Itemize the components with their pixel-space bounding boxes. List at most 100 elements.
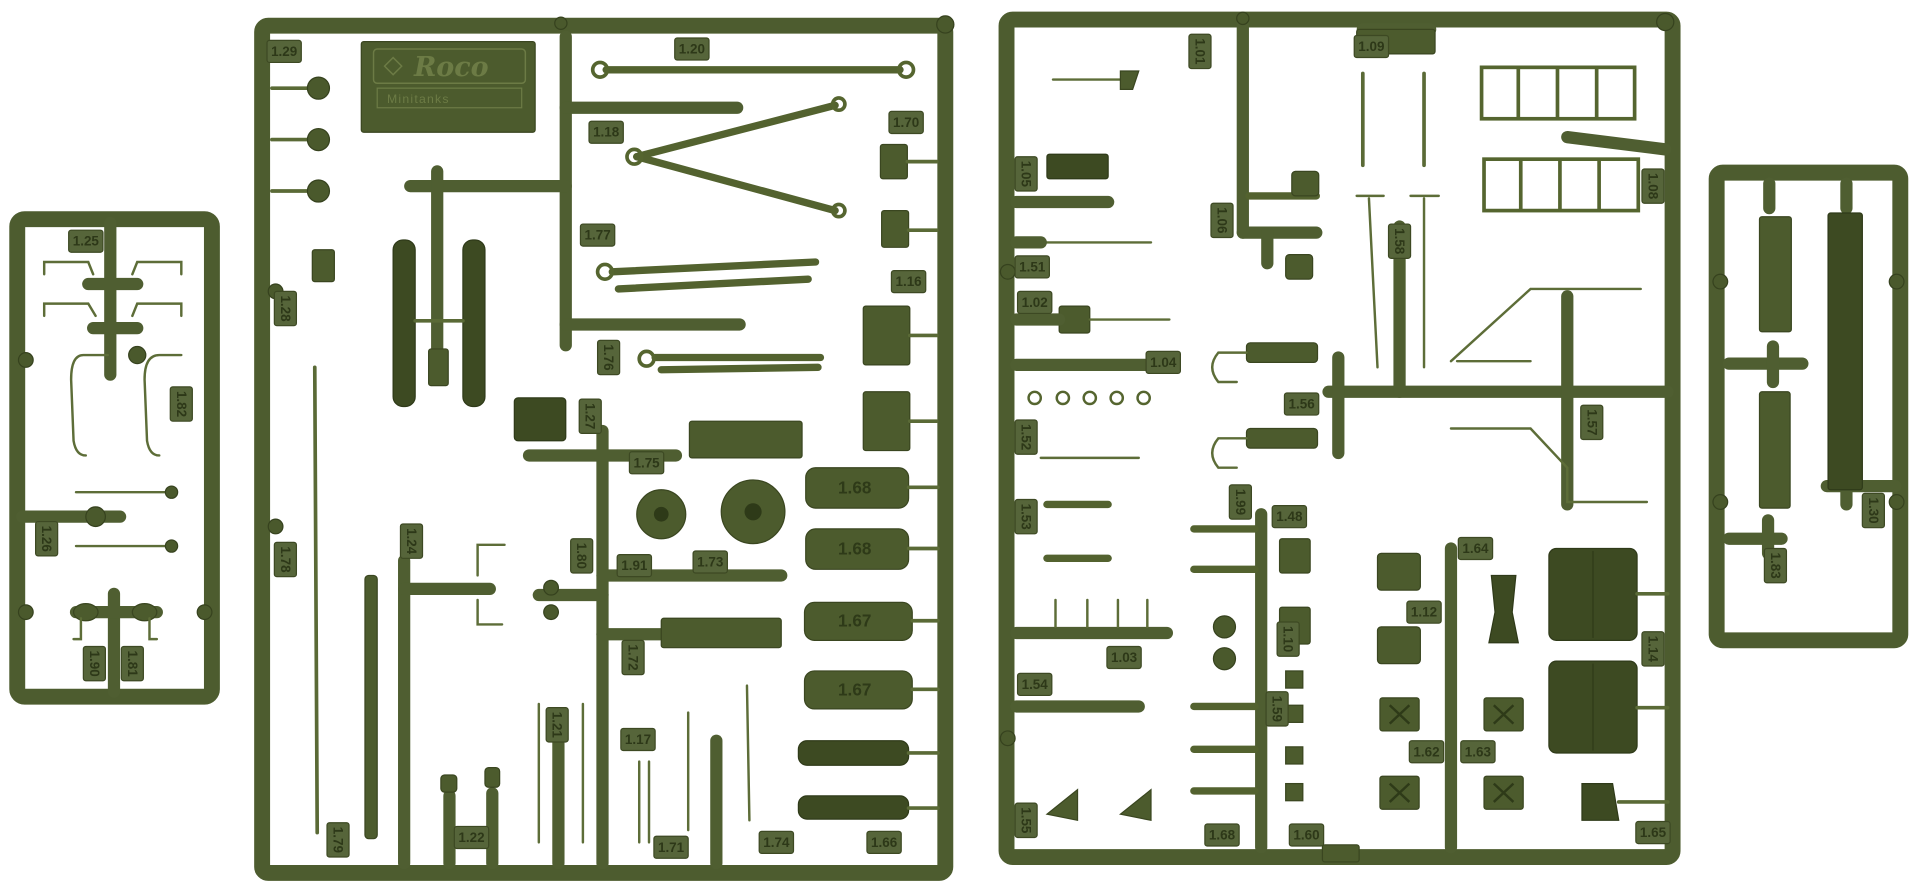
part-number: 1.02 — [1022, 295, 1048, 310]
part-number: 1.16 — [895, 274, 921, 289]
part-number-tag: 1.05 — [1014, 156, 1038, 192]
tag-plate — [82, 645, 107, 682]
svg-text:Roco: Roco — [413, 52, 489, 83]
part-number: 1.29 — [271, 44, 297, 59]
part-number: 1.63 — [1465, 744, 1491, 759]
part-number: 1.60 — [1293, 828, 1319, 843]
part-number-tag: 1.10 — [1276, 621, 1300, 657]
part-number-tag: 1.08 — [1641, 168, 1665, 204]
part-number: 1.27 — [583, 403, 598, 429]
tag-plate — [1288, 823, 1325, 847]
part-number-tag: 1.21 — [545, 707, 569, 743]
tag-plate — [35, 520, 59, 557]
part-number-tag: 1.14 — [1641, 631, 1665, 667]
part-number: 1.53 — [1019, 504, 1034, 530]
part-number: 1.51 — [1019, 259, 1046, 274]
part-number-tag: 1.06 — [1210, 202, 1234, 239]
part-number: 1.91 — [621, 558, 648, 573]
part-number: 1.66 — [871, 835, 897, 850]
part-number: 1.59 — [1270, 696, 1285, 722]
tag-plate — [578, 398, 602, 435]
tag-plate — [596, 339, 621, 376]
part-number-tag: 1.78 — [273, 541, 298, 578]
part-number: 1.70 — [893, 115, 919, 130]
part-number-tag: 1.09 — [1353, 34, 1390, 59]
part-number: 1.12 — [1411, 605, 1437, 620]
roco-minitanks-logo: Roco Minitanks — [360, 41, 536, 133]
part-number: 1.04 — [1150, 355, 1177, 370]
tag-plate — [120, 645, 144, 682]
part-number: 1.90 — [87, 651, 102, 677]
tag-plate — [169, 386, 193, 422]
tag-plate — [890, 269, 927, 294]
part-pad: 1.68 — [805, 528, 910, 570]
part-number-tag: 1.57 — [1580, 404, 1604, 441]
tag-plate — [1276, 621, 1300, 657]
part-number-tag: 1.90 — [82, 645, 107, 682]
part-number: 1.68 — [1209, 828, 1236, 843]
part-number-tag: 1.28 — [273, 290, 298, 327]
part-number: 1.65 — [1640, 825, 1667, 840]
tag-plate — [1145, 350, 1181, 375]
part-number-tag: 1.74 — [758, 830, 795, 854]
part-number: 1.52 — [1019, 424, 1034, 450]
tag-plate — [1106, 645, 1142, 670]
tag-plate — [273, 290, 298, 327]
part-number-tag: 1.20 — [674, 37, 710, 61]
part-number-tag: 1.58 — [1387, 223, 1412, 259]
tag-plate — [68, 229, 104, 253]
tag-plate — [1641, 168, 1665, 204]
part-number-tag: 1.53 — [1014, 498, 1038, 535]
part-number: 1.54 — [1022, 677, 1049, 692]
tag-plate — [616, 554, 653, 578]
part-number-tag: 1.73 — [692, 550, 728, 574]
part-number: 1.99 — [1233, 489, 1248, 515]
part-number: 1.77 — [584, 228, 610, 243]
part-number: 1.58 — [1392, 228, 1407, 255]
part-number: 1.62 — [1413, 744, 1439, 759]
part-number: 1.01 — [1192, 38, 1207, 65]
tag-plate — [579, 223, 616, 247]
part-number-tag: 1.83 — [1763, 547, 1788, 584]
part-number-tag: 1.02 — [1016, 290, 1053, 315]
part-number-tag: 1.65 — [1635, 820, 1671, 845]
part-number: 1.74 — [763, 835, 790, 850]
part-number: 1.22 — [458, 830, 484, 845]
part-number-tag: 1.60 — [1288, 823, 1325, 847]
tag-plate — [570, 538, 594, 574]
part-number-tag: 1.71 — [653, 835, 689, 859]
tag-plate — [1580, 404, 1604, 441]
part-number: 1.28 — [278, 295, 293, 322]
part-number-tag: 1.80 — [570, 538, 594, 574]
part-number-tag: 1.01 — [1188, 33, 1212, 70]
part-number-tag: 1.68 — [1204, 823, 1240, 847]
part-number: 1.05 — [1019, 161, 1034, 188]
tag-plate — [674, 37, 710, 61]
svg-text:1.67: 1.67 — [838, 679, 871, 699]
part-number: 1.73 — [697, 554, 723, 569]
tag-plate — [653, 835, 689, 859]
tag-plate — [758, 830, 795, 854]
part-number: 1.26 — [39, 526, 54, 552]
part-number: 1.64 — [1462, 541, 1489, 556]
tag-plate — [1188, 33, 1212, 70]
tag-plate — [1406, 600, 1442, 624]
part-number-tag: 1.17 — [620, 727, 656, 752]
part-number-tag: 1.81 — [120, 645, 144, 682]
tag-plate — [1014, 498, 1038, 535]
part-number-tag: 1.25 — [68, 229, 104, 253]
part-number: 1.20 — [679, 41, 705, 56]
tag-plate — [1014, 419, 1038, 455]
part-number-tag: 1.04 — [1145, 350, 1181, 375]
part-number: 1.17 — [625, 732, 651, 747]
tag-plate — [1265, 691, 1289, 727]
part-number-tag: 1.77 — [579, 223, 616, 247]
part-number-tag: 1.16 — [890, 269, 927, 294]
tag-plate — [1861, 492, 1885, 529]
part-number-tags: 1.25 1.82 1.26 1.90 1.81 1.29 1.20 1.18 1.70 1.77… — [35, 33, 1885, 859]
part-number: 1.18 — [593, 125, 620, 140]
part-number-tag: 1.82 — [169, 386, 193, 422]
tag-plate — [692, 550, 728, 574]
part-number-tag: 1.99 — [1228, 484, 1253, 520]
sprue-b: Roco Minitanks — [254, 15, 955, 881]
